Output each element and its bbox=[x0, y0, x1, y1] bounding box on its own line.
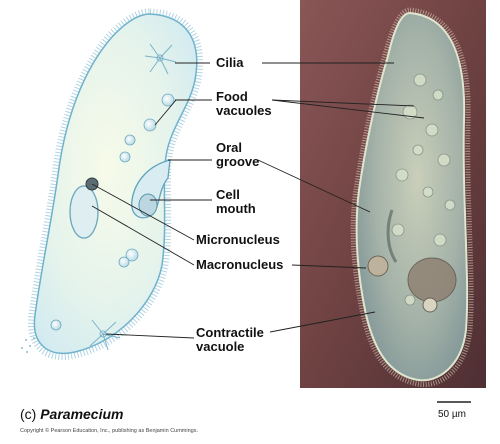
label-cilia: Cilia bbox=[216, 56, 243, 70]
paramecium-photo bbox=[300, 0, 486, 388]
copyright-notice: Copyright © Pearson Education, Inc., pub… bbox=[20, 428, 198, 434]
label-micronucleus: Micronucleus bbox=[196, 233, 280, 247]
label-contractile-vacuole-line2: vacuole bbox=[196, 340, 264, 354]
cell-mouth-shape bbox=[139, 194, 157, 216]
caption-prefix: (c) bbox=[20, 406, 40, 422]
food-vacuole bbox=[119, 257, 129, 267]
food-vacuole bbox=[120, 152, 130, 162]
label-oral-groove-line1: Oral bbox=[216, 141, 259, 155]
label-contractile-vacuole-line1: Contractile bbox=[196, 326, 264, 340]
macronucleus-shape bbox=[70, 186, 98, 238]
label-cell-mouth: Cell mouth bbox=[216, 188, 256, 216]
label-food-vacuoles-line2: vacuoles bbox=[216, 104, 272, 118]
label-oral-groove: Oral groove bbox=[216, 141, 259, 169]
label-cell-mouth-line2: mouth bbox=[216, 202, 256, 216]
label-food-vacuoles: Food vacuoles bbox=[216, 90, 272, 118]
label-oral-groove-line2: groove bbox=[216, 155, 259, 169]
caption-organism-name: Paramecium bbox=[40, 406, 123, 422]
photo-contractile-vacuole bbox=[423, 298, 437, 312]
food-vacuole bbox=[125, 135, 135, 145]
figure-caption: (c) Paramecium bbox=[20, 406, 124, 422]
paramecium-drawing bbox=[21, 12, 200, 357]
drawing-cell-body bbox=[34, 14, 196, 353]
scale-bar-label: 50 µm bbox=[438, 409, 466, 420]
label-macronucleus: Macronucleus bbox=[196, 258, 283, 272]
food-vacuole bbox=[51, 320, 61, 330]
label-food-vacuoles-line1: Food bbox=[216, 90, 272, 104]
photo-macronucleus bbox=[408, 258, 456, 302]
photo-vacuole-large bbox=[368, 256, 388, 276]
label-contractile-vacuole: Contractile vacuole bbox=[196, 326, 264, 354]
food-vacuole bbox=[144, 119, 156, 131]
label-cell-mouth-line1: Cell bbox=[216, 188, 256, 202]
